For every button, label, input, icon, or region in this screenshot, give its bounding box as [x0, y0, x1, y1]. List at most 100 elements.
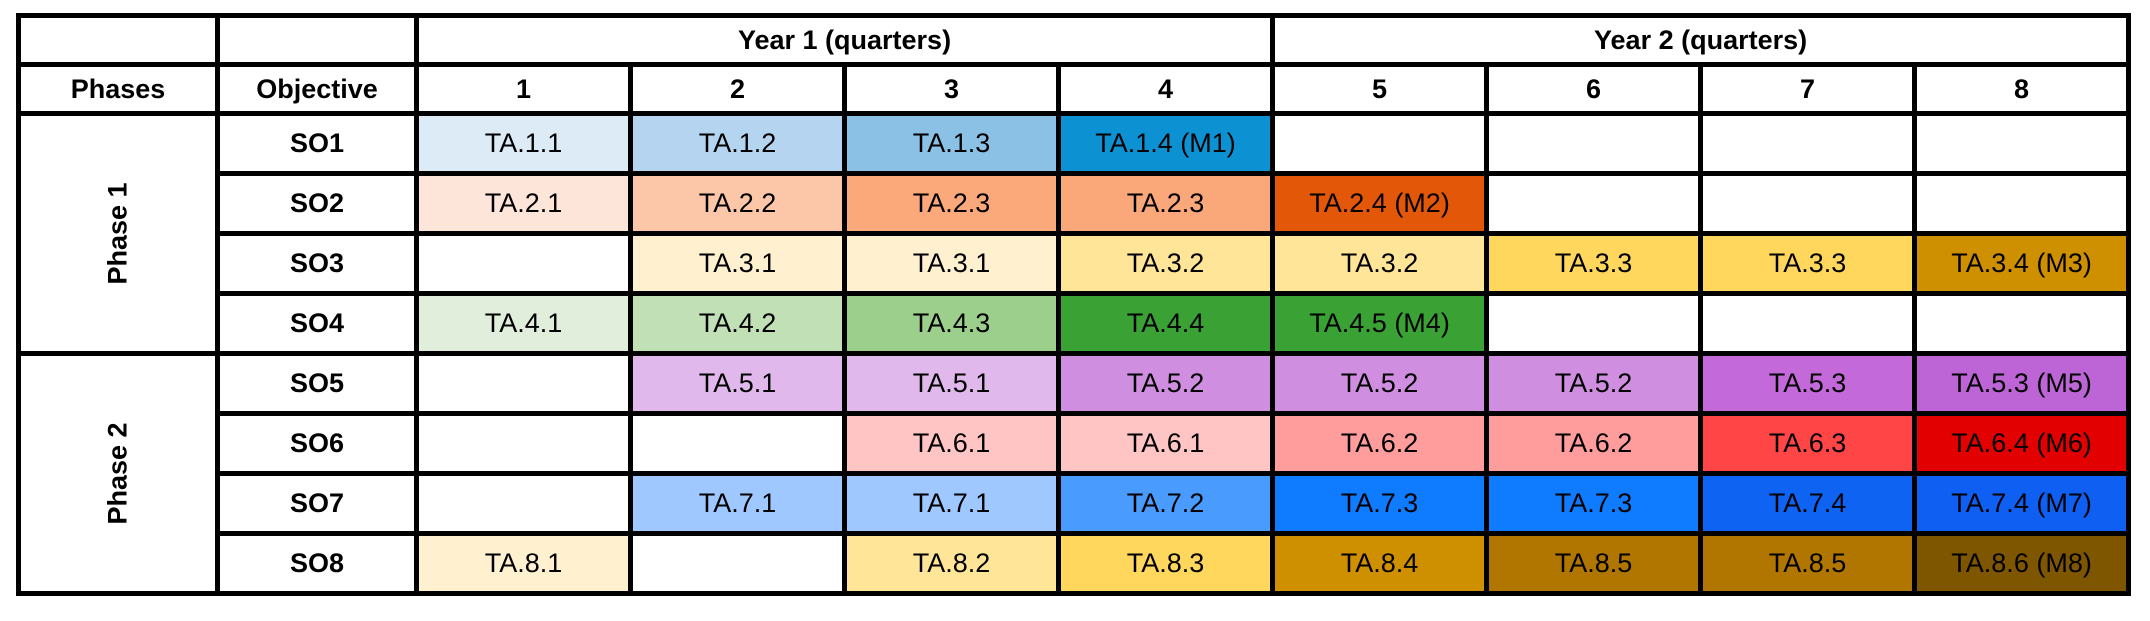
task-cell: TA.4.3 [842, 291, 1061, 356]
quarter-header: 6 [1484, 62, 1704, 116]
task-cell [1912, 291, 2132, 356]
task-cell [628, 411, 847, 476]
task-cell: TA.3.1 [628, 231, 847, 296]
task-cell [1484, 291, 1704, 356]
year-header: Year 2 (quarters) [1270, 13, 2132, 67]
quarter-header: 5 [1270, 62, 1490, 116]
phase-label: Phase 1 [102, 182, 133, 285]
task-cell: TA.6.3 [1698, 411, 1918, 476]
task-cell: TA.7.3 [1484, 471, 1704, 536]
task-cell: TA.7.4 [1698, 471, 1918, 536]
quarter-header: 7 [1698, 62, 1918, 116]
task-cell: TA.5.2 [1484, 351, 1704, 416]
task-cell: TA.1.1 [414, 111, 633, 176]
task-cell [414, 231, 633, 296]
task-cell: TA.2.1 [414, 171, 633, 236]
task-cell [1912, 171, 2132, 236]
objective-cell: SO3 [215, 231, 419, 296]
quarter-header-row: Phases Objective 1 2 3 4 5 6 7 8 [16, 62, 2132, 116]
task-cell: TA.5.1 [842, 351, 1061, 416]
task-cell: TA.4.2 [628, 291, 847, 356]
task-cell: TA.3.2 [1270, 231, 1490, 296]
quarter-header: 2 [628, 62, 847, 116]
task-cell [628, 531, 847, 596]
task-cell: TA.5.2 [1270, 351, 1490, 416]
task-cell: TA.6.1 [842, 411, 1061, 476]
quarter-header: 8 [1912, 62, 2132, 116]
year-header: Year 1 (quarters) [413, 13, 1276, 67]
task-cell: TA.8.3 [1055, 531, 1276, 596]
task-cell: TA.6.1 [1055, 411, 1276, 476]
task-cell: TA.7.1 [842, 471, 1061, 536]
objective-cell: SO5 [215, 351, 419, 416]
task-cell: TA.3.3 [1698, 231, 1918, 296]
task-cell: TA.8.5 [1484, 531, 1704, 596]
task-cell: TA.2.4 (M2) [1270, 171, 1490, 236]
task-cell: TA.3.2 [1055, 231, 1276, 296]
task-cell [1698, 291, 1918, 356]
task-cell [1484, 171, 1704, 236]
task-cell: TA.6.4 (M6) [1912, 411, 2132, 476]
task-cell: TA.6.2 [1270, 411, 1490, 476]
year-header-row: Year 1 (quarters) Year 2 (quarters) [16, 13, 2132, 67]
task-cell: TA.1.2 [628, 111, 847, 176]
objective-cell: SO8 [215, 531, 419, 596]
project-timeline-table: Year 1 (quarters) Year 2 (quarters) Phas… [16, 13, 2132, 596]
task-cell: TA.4.4 [1055, 291, 1276, 356]
blank-corner-cell [16, 13, 220, 67]
blank-corner-cell [215, 13, 419, 67]
task-cell [1912, 111, 2132, 176]
phase-cell: Phase 2 [16, 351, 220, 596]
task-cell: TA.8.2 [842, 531, 1061, 596]
objective-cell: SO1 [215, 111, 419, 176]
objective-cell: SO4 [215, 291, 419, 356]
task-cell: TA.5.2 [1055, 351, 1276, 416]
task-cell: TA.5.3 (M5) [1912, 351, 2132, 416]
phase-label: Phase 2 [102, 422, 133, 525]
task-cell [1270, 111, 1490, 176]
phase-cell: Phase 1 [16, 111, 220, 356]
task-cell [414, 471, 633, 536]
task-cell: TA.1.3 [842, 111, 1061, 176]
phases-column-header: Phases [16, 62, 220, 116]
task-cell: TA.8.4 [1270, 531, 1490, 596]
task-cell: TA.3.3 [1484, 231, 1704, 296]
task-cell: TA.8.6 (M8) [1912, 531, 2132, 596]
objective-column-header: Objective [215, 62, 419, 116]
task-cell: TA.8.1 [414, 531, 633, 596]
task-cell: TA.2.2 [628, 171, 847, 236]
task-cell: TA.8.5 [1698, 531, 1918, 596]
task-cell: TA.7.4 (M7) [1912, 471, 2132, 536]
task-cell: TA.4.1 [414, 291, 633, 356]
task-cell: TA.5.1 [628, 351, 847, 416]
task-cell: TA.2.3 [1055, 171, 1276, 236]
task-cell: TA.1.4 (M1) [1055, 111, 1276, 176]
task-cell: TA.3.1 [842, 231, 1061, 296]
objective-cell: SO2 [215, 171, 419, 236]
quarter-header: 4 [1055, 62, 1276, 116]
task-cell [414, 411, 633, 476]
task-cell: TA.7.3 [1270, 471, 1490, 536]
task-cell [414, 351, 633, 416]
task-cell: TA.6.2 [1484, 411, 1704, 476]
task-cell: TA.7.1 [628, 471, 847, 536]
task-cell [1698, 111, 1918, 176]
task-cell: TA.5.3 [1698, 351, 1918, 416]
quarter-header: 1 [414, 62, 633, 116]
quarter-header: 3 [842, 62, 1061, 116]
task-cell: TA.2.3 [842, 171, 1061, 236]
task-cell: TA.7.2 [1055, 471, 1276, 536]
task-cell [1484, 111, 1704, 176]
task-cell: TA.4.5 (M4) [1270, 291, 1490, 356]
task-cell: TA.3.4 (M3) [1912, 231, 2132, 296]
objective-cell: SO6 [215, 411, 419, 476]
objective-cell: SO7 [215, 471, 419, 536]
